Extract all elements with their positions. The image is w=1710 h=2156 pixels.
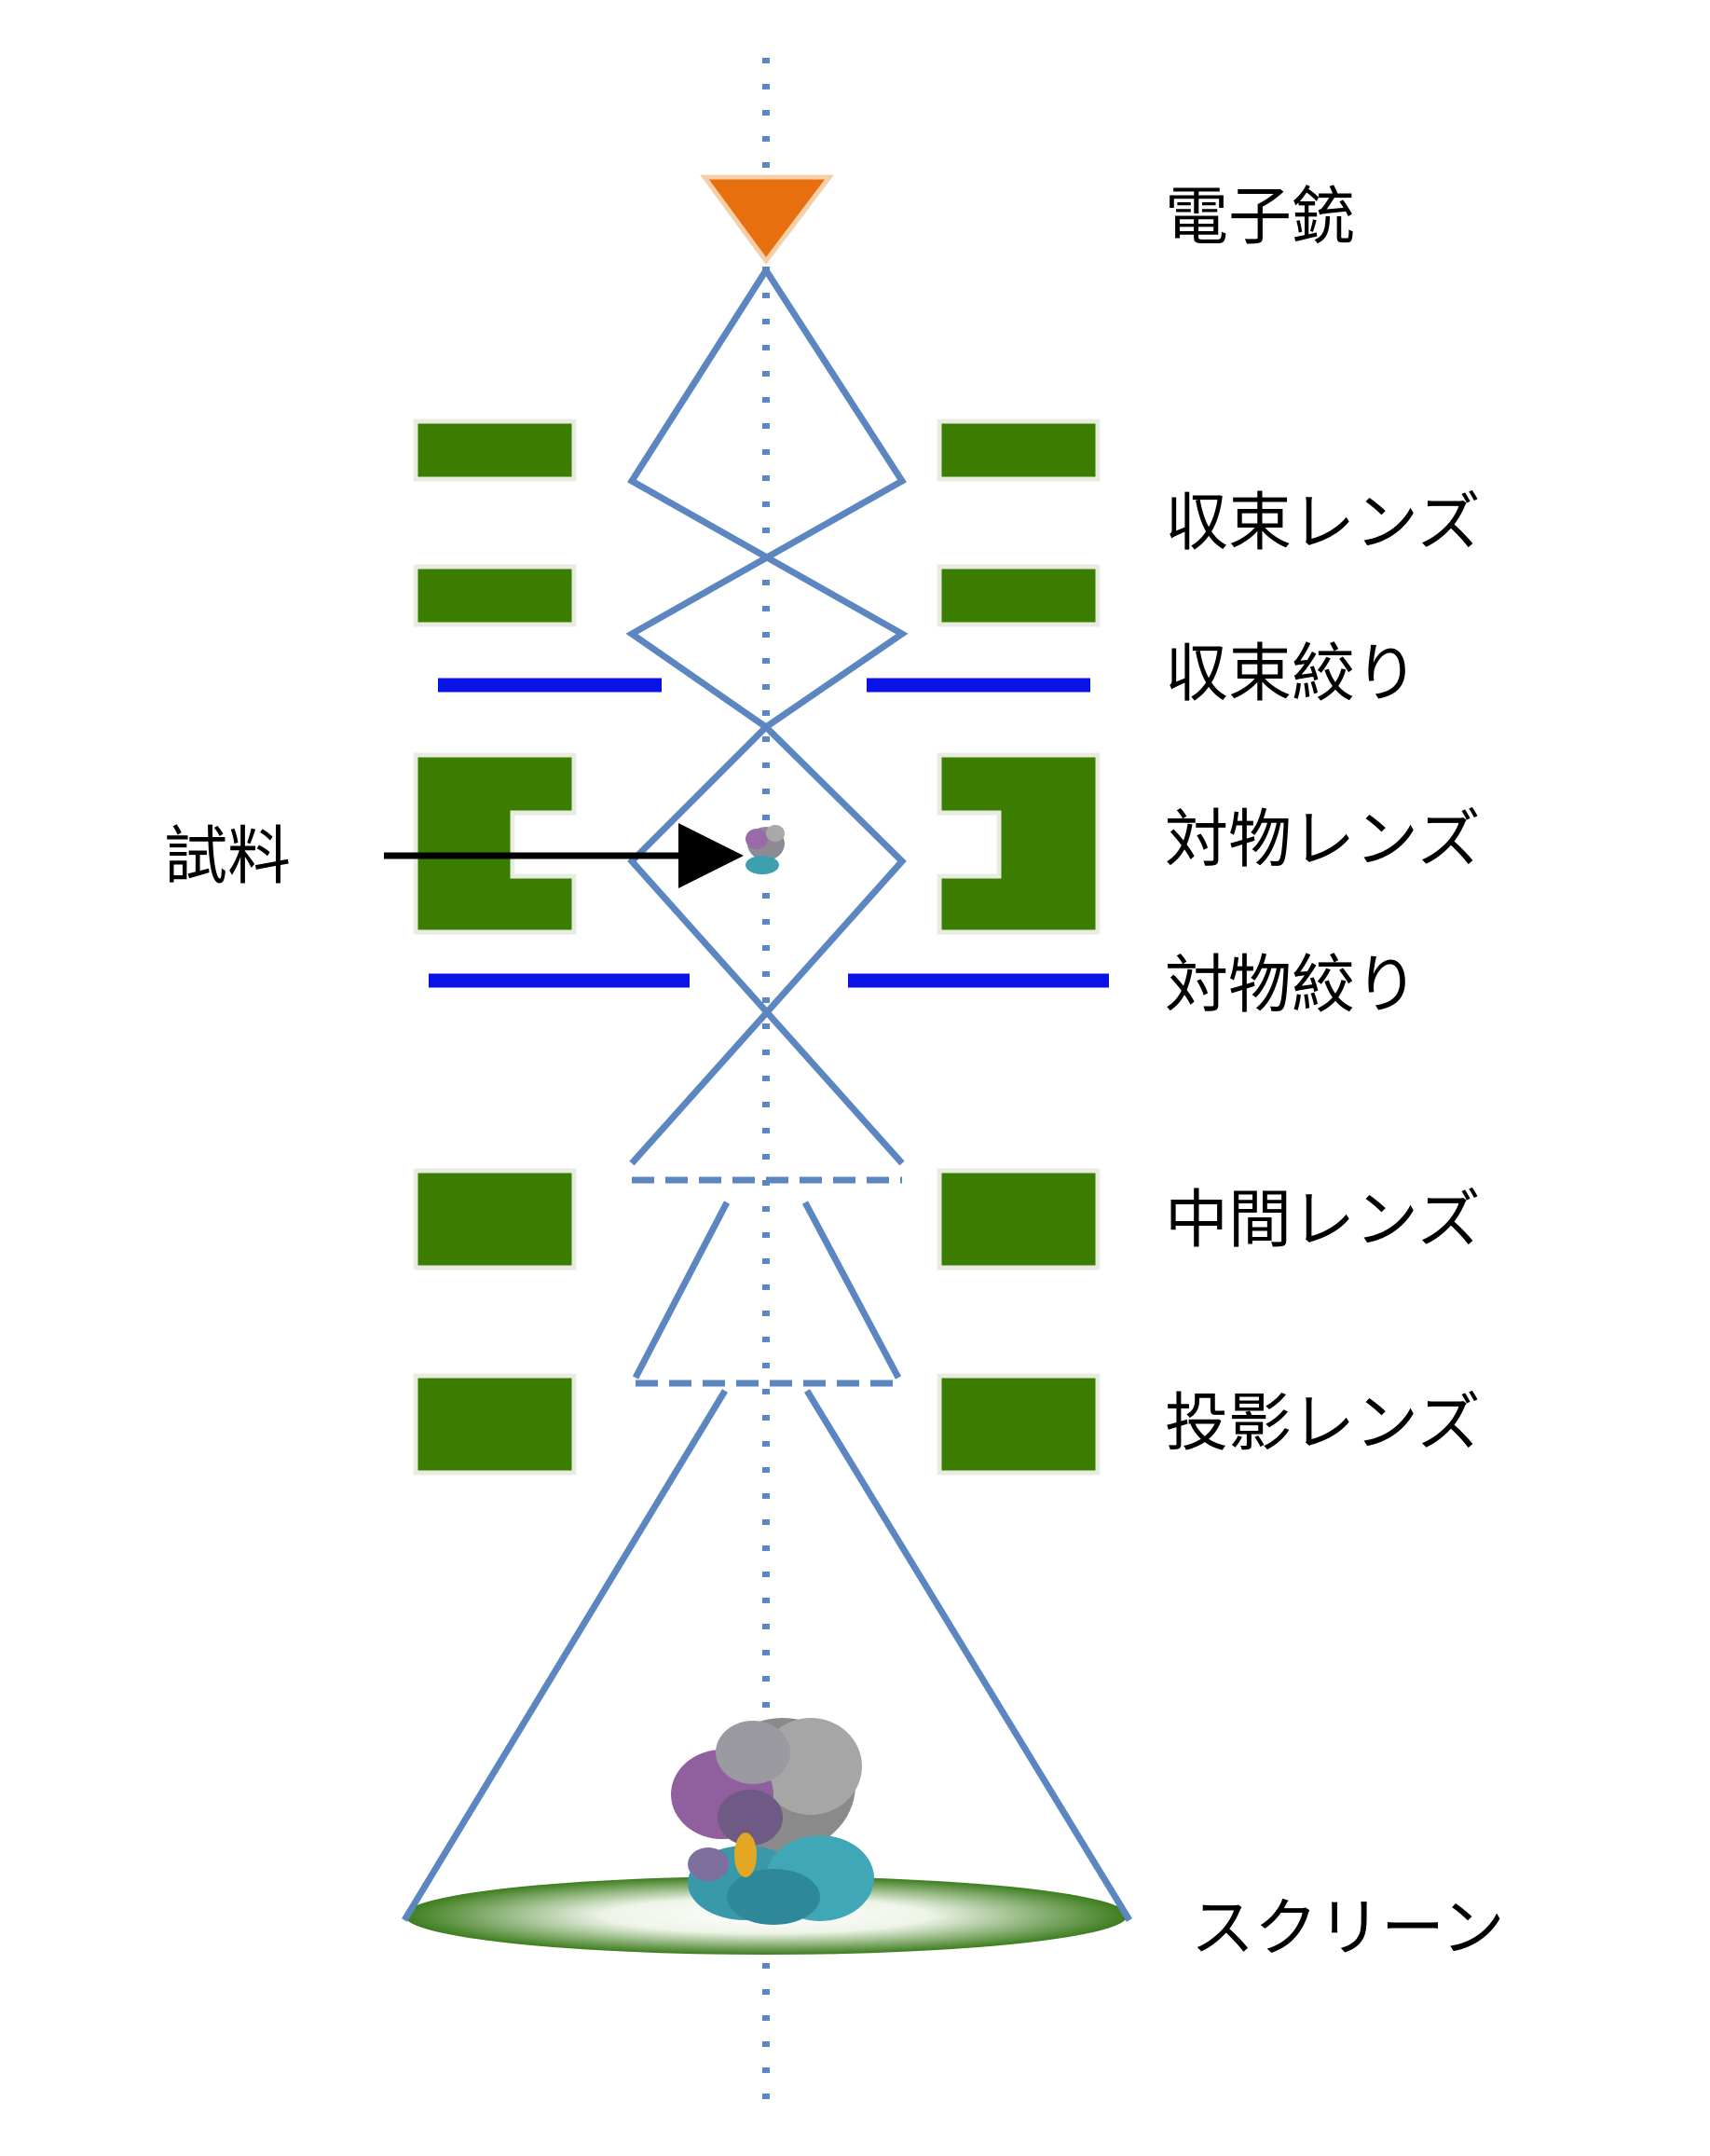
- label-condenser-aperture: 収束絞り: [1165, 638, 1419, 711]
- objective-lens: [413, 752, 1101, 935]
- specimen-molecule-small: [746, 825, 785, 874]
- label-objective-aperture: 対物絞り: [1165, 949, 1419, 1023]
- intermediate-lens: [413, 1168, 1101, 1270]
- label-screen: スクリーン: [1191, 1892, 1505, 1966]
- projector-lens: [413, 1373, 1101, 1476]
- condenser-lens-lower: [413, 564, 1101, 627]
- electron-gun-triangle: [700, 174, 835, 266]
- label-condenser-lens: 収束レンズ: [1165, 487, 1481, 560]
- label-electron-gun: 電子銃: [1165, 181, 1356, 254]
- label-projector-lens: 投影レンズ: [1165, 1387, 1481, 1461]
- label-intermediate-lens: 中間レンズ: [1165, 1184, 1481, 1257]
- condenser-lens-upper: [413, 419, 1101, 482]
- label-objective-lens: 対物レンズ: [1165, 803, 1481, 877]
- label-specimen: 試料: [164, 820, 292, 894]
- specimen-image-large: [671, 1718, 874, 1925]
- electron-beam: [402, 268, 1132, 1922]
